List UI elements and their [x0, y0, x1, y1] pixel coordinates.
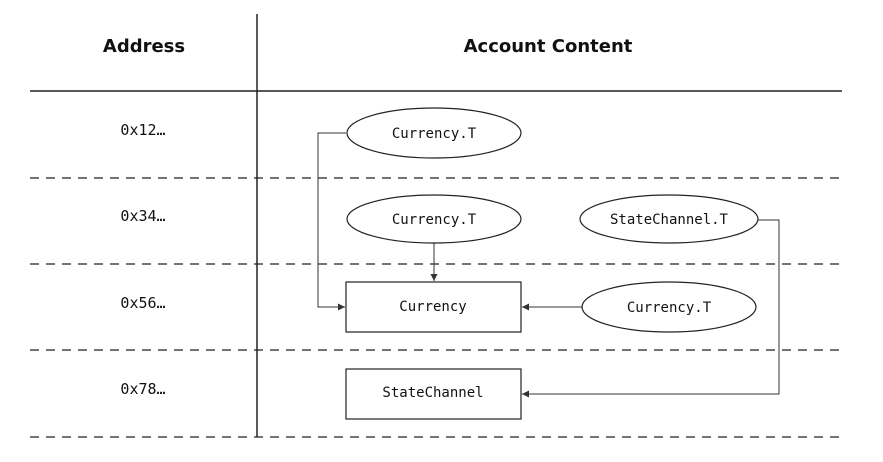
module-label: StateChannel: [382, 385, 483, 401]
resource-ellipse: [346, 107, 522, 159]
module-rect: [345, 368, 522, 420]
address-0x12: 0x12…: [120, 121, 165, 139]
resource-ellipse: [581, 281, 757, 333]
resource-node-0x56-currency: Currency.T: [581, 281, 757, 333]
resource-ellipse: [346, 194, 522, 244]
resource-label: StateChannel.T: [610, 212, 729, 228]
resource-node-0x34-statechannel: StateChannel.T: [579, 194, 759, 244]
resource-node-0x12: Currency.T: [346, 107, 522, 159]
module-node-statechannel: StateChannel: [345, 368, 522, 420]
resource-label: Currency.T: [627, 300, 712, 316]
edge-statechannel-resource-to-statechannel-module: [522, 219, 780, 398]
content-column-header: Account Content: [464, 36, 633, 57]
address-0x34: 0x34…: [120, 207, 165, 225]
edge-0x12-resource-to-currency-module: [317, 132, 346, 311]
address-0x56: 0x56…: [120, 294, 165, 312]
address-0x78: 0x78…: [120, 380, 165, 398]
resource-label: Currency.T: [392, 126, 477, 142]
resource-label: Currency.T: [392, 212, 477, 228]
module-label: Currency: [399, 299, 466, 315]
address-column-header: Address: [103, 36, 185, 57]
resource-node-0x34-currency: Currency.T: [346, 194, 522, 244]
module-node-currency: Currency: [345, 281, 522, 333]
resource-ellipse: [579, 194, 759, 244]
module-rect: [345, 281, 522, 333]
